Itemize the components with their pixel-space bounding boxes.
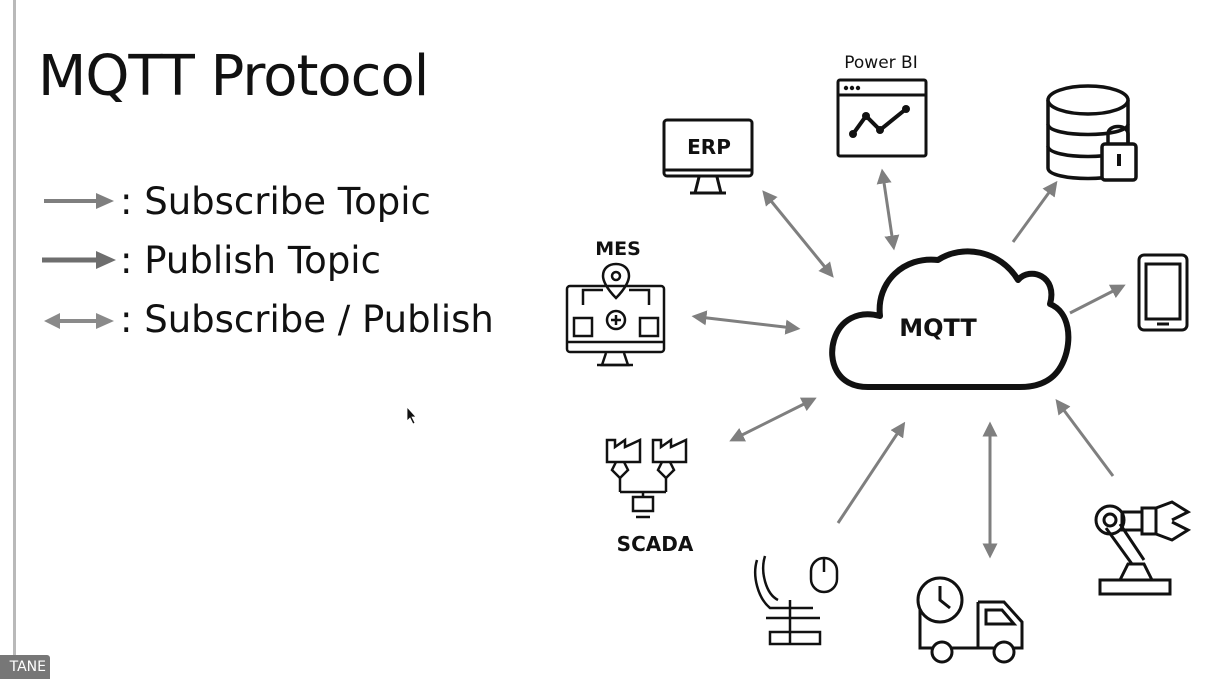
scada-label: SCADA [617, 532, 694, 556]
robot-arm-icon [1094, 500, 1192, 596]
mqtt-cloud-icon: MQTT [829, 248, 1072, 390]
mqtt-label: MQTT [899, 314, 977, 342]
legend-both: : Subscribe / Publish [40, 296, 494, 342]
powerbi-link-arrow [876, 168, 900, 251]
legend-publish: : Publish Topic [40, 237, 381, 283]
subscribe-arrow-icon [44, 193, 114, 209]
mes-monitor-icon [565, 262, 666, 367]
operator-link-arrow [836, 421, 906, 524]
tablet-icon [1137, 253, 1189, 332]
robot-link-arrow [1055, 398, 1115, 477]
scada-factories-icon [605, 437, 688, 519]
mes-link-arrow [691, 310, 801, 335]
database-link-arrow [1011, 180, 1058, 243]
scada-link-arrow [729, 397, 817, 442]
mouse-cursor-icon [406, 405, 417, 425]
bidirectional-arrow-icon [44, 313, 114, 329]
delivery-truck-icon [916, 576, 1024, 664]
powerbi-label: Power BI [844, 53, 917, 73]
legend-subscribe-label: : Subscribe Topic [120, 179, 431, 223]
legend-subscribe: : Subscribe Topic [40, 178, 431, 224]
operator-chair-icon [753, 555, 839, 646]
legend-publish-label: : Publish Topic [120, 238, 381, 282]
left-divider [13, 0, 16, 679]
erp-label: ERP [687, 135, 731, 159]
corner-tag: TANE [0, 655, 50, 679]
erp-monitor-icon [662, 118, 754, 195]
database-lock-icon [1046, 84, 1138, 182]
mes-label: MES [595, 238, 641, 260]
erp-link-arrow [762, 190, 834, 278]
tablet-link-arrow [1069, 284, 1126, 315]
legend-both-label: : Subscribe / Publish [120, 297, 494, 341]
publish-arrow-icon [42, 251, 116, 269]
page-title: MQTT Protocol [38, 44, 429, 109]
power-bi-dashboard-icon [836, 78, 928, 158]
